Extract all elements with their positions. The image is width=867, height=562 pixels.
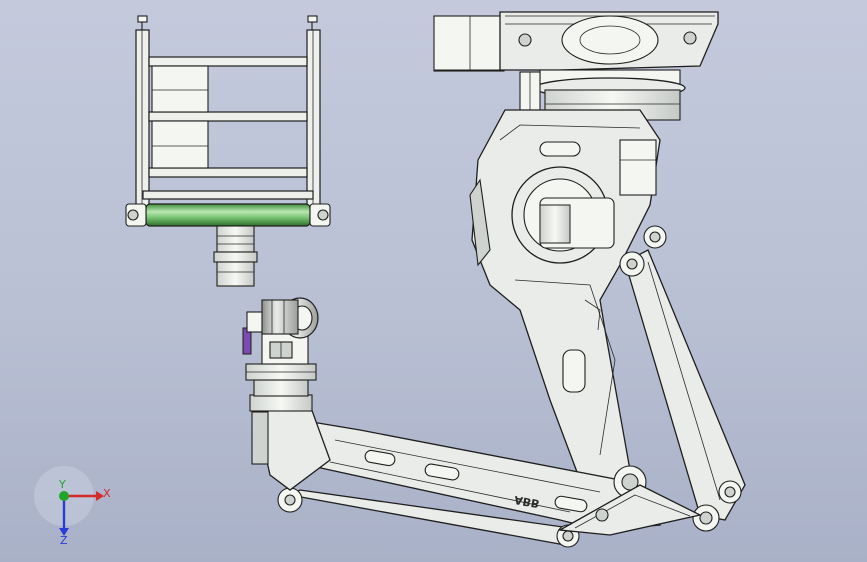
- screw-right-icon: [307, 15, 318, 30]
- x-arrowhead-icon: [96, 491, 104, 501]
- screw-left-icon: [137, 15, 148, 30]
- lower-arm: [469, 109, 661, 486]
- z-arrowhead-icon: [59, 528, 69, 536]
- frame-rail-3: [148, 167, 308, 178]
- gripper-shaft: [213, 225, 258, 287]
- abb-marking: ABB: [513, 493, 540, 510]
- roller-end-left: [125, 203, 147, 227]
- frame-plate-upper: [151, 65, 209, 113]
- x-axis-label: X: [103, 487, 111, 500]
- wrist-assembly: [242, 297, 331, 491]
- z-axis-label: Z: [60, 534, 68, 547]
- green-roller: [145, 203, 311, 227]
- upper-arm-slot-1: [364, 449, 396, 467]
- frame-plate-lower: [151, 120, 209, 169]
- arm-slot: [562, 349, 586, 393]
- frame-post-left: [135, 29, 150, 209]
- upper-arm-slot-2: [424, 463, 460, 481]
- shoulder-slot: [539, 141, 581, 157]
- roller-end-right: [309, 203, 331, 227]
- y-axis-icon: [59, 491, 69, 501]
- parallel-rod: [619, 225, 746, 532]
- coordinate-triad: X Y Z: [34, 466, 111, 547]
- gripper-frame: [125, 15, 331, 287]
- base-motor-box: [433, 15, 505, 72]
- frame-rail-1: [148, 56, 308, 67]
- frame-rail-2: [148, 111, 308, 122]
- robot-base: [433, 11, 719, 121]
- upper-arm: ABB: [277, 419, 702, 548]
- y-axis-label: Y: [58, 478, 66, 491]
- frame-post-right: [306, 29, 321, 209]
